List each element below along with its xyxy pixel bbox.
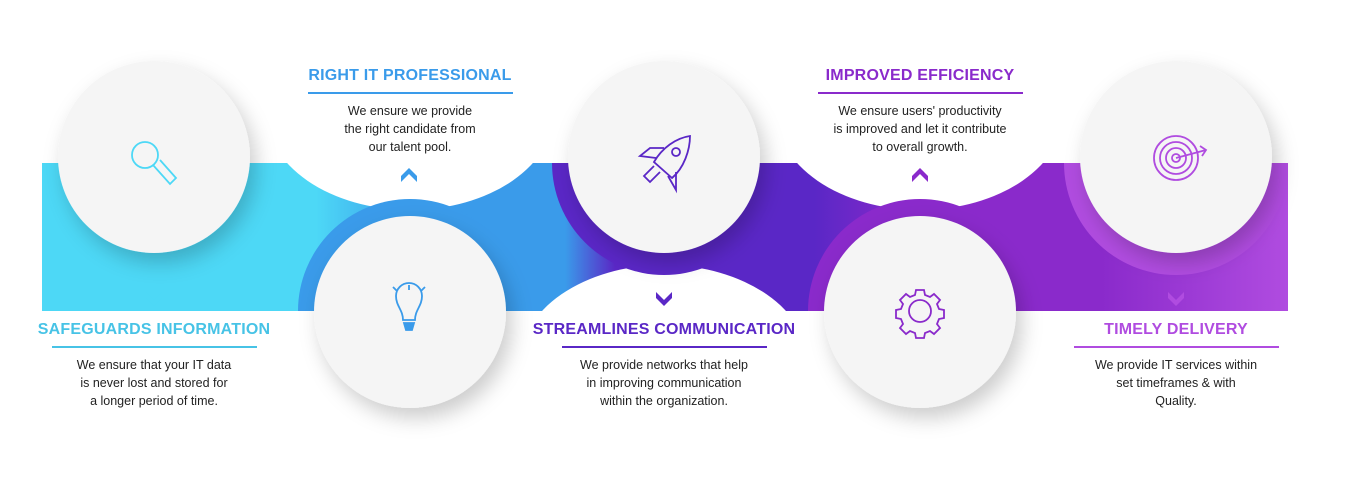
chevron-down-icon: [1168, 292, 1184, 306]
divider: [307, 92, 513, 94]
step-title: STREAMLINES COMMUNICATION: [532, 321, 796, 338]
step-title: SAFEGUARDS INFORMATION: [37, 321, 271, 338]
step-title: RIGHT IT PROFESSIONAL: [308, 67, 512, 84]
circle-1: [58, 61, 250, 253]
circle-5: [1080, 61, 1272, 253]
chevron-down-icon: [656, 292, 672, 306]
divider: [817, 92, 1023, 94]
magnifier-icon: [131, 141, 178, 186]
desc-line: We ensure users' productivity: [838, 104, 1002, 118]
step-description: We provide IT services within set timefr…: [1056, 356, 1296, 410]
desc-line: a longer period of time.: [90, 394, 218, 408]
circle-4: [824, 216, 1016, 408]
step-description: We ensure that your IT data is never los…: [34, 356, 274, 410]
desc-line: We ensure that your IT data: [76, 358, 232, 372]
chevron-up-icon: [912, 168, 928, 182]
step-title: IMPROVED EFFICIENCY: [825, 67, 1015, 84]
chevron-up-icon: [401, 168, 417, 182]
step-title: TIMELY DELIVERY: [1104, 321, 1248, 338]
lightbulb-icon: [392, 282, 426, 331]
rocket-icon: [637, 134, 691, 194]
desc-line: is improved and let it contribute: [833, 122, 1007, 136]
step-improved-efficiency: IMPROVED EFFICIENCY We ensure users' pro…: [800, 67, 1040, 156]
circle-3: [568, 61, 760, 253]
divider: [561, 346, 767, 348]
desc-line: is never lost and stored for: [80, 376, 228, 390]
desc-line: the right candidate from: [344, 122, 476, 136]
chevron-down-icon: [146, 292, 162, 306]
desc-line: We provide networks that help: [580, 358, 748, 372]
step-description: We ensure users' productivity is improve…: [800, 102, 1040, 156]
target-icon: [1153, 135, 1208, 181]
circle-2: [314, 216, 506, 408]
desc-line: to overall growth.: [872, 140, 968, 154]
desc-line: our talent pool.: [368, 140, 452, 154]
divider: [1073, 346, 1279, 348]
desc-line: We ensure we provide: [347, 104, 473, 118]
step-safeguards-information: SAFEGUARDS INFORMATION We ensure that yo…: [34, 321, 274, 410]
gear-icon: [895, 289, 945, 339]
desc-line: Quality.: [1155, 394, 1197, 408]
desc-line: We provide IT services within: [1094, 358, 1258, 372]
step-right-it-professional: RIGHT IT PROFESSIONAL We ensure we provi…: [290, 67, 530, 156]
step-description: We provide networks that help in improvi…: [544, 356, 784, 410]
desc-line: within the organization.: [600, 394, 728, 408]
step-streamlines-communication: STREAMLINES COMMUNICATION We provide net…: [533, 321, 795, 410]
step-description: We ensure we provide the right candidate…: [290, 102, 530, 156]
divider: [51, 346, 257, 348]
desc-line: set timeframes & with: [1116, 376, 1236, 390]
step-timely-delivery: TIMELY DELIVERY We provide IT services w…: [1056, 321, 1296, 410]
desc-line: in improving communication: [586, 376, 742, 390]
